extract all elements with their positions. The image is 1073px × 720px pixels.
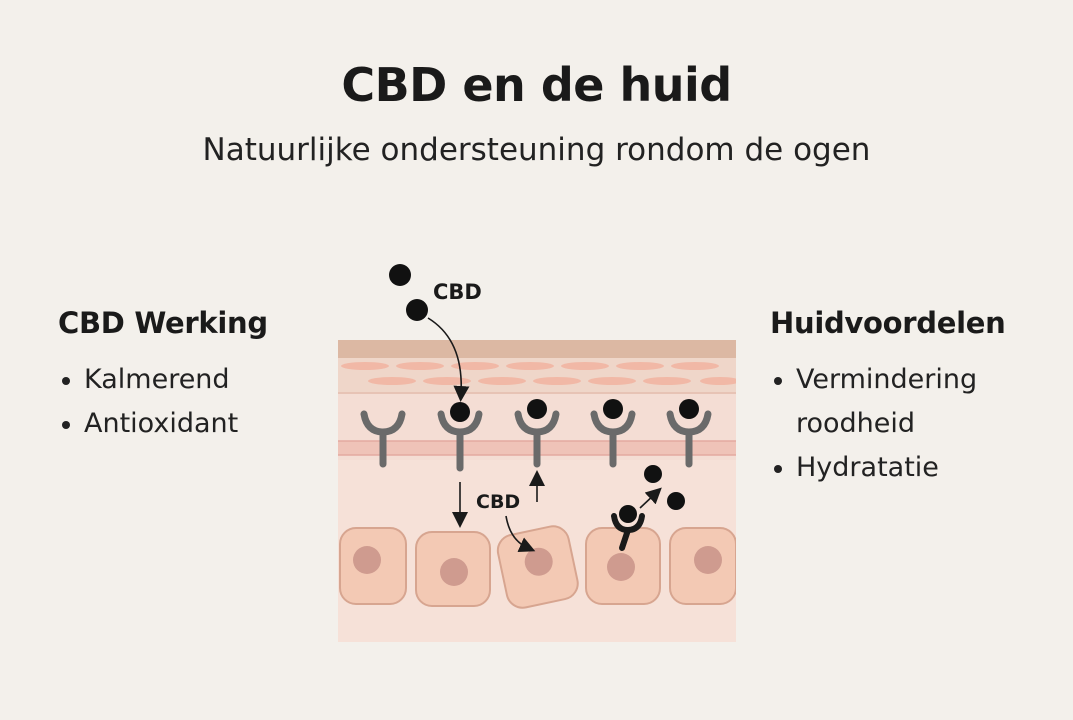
receptor bbox=[590, 410, 636, 468]
arrow-into-receptor bbox=[427, 317, 470, 402]
bound-cbd-molecules bbox=[450, 399, 699, 422]
page-title: CBD en de huid bbox=[341, 58, 732, 112]
list-item: Kalmerend bbox=[58, 358, 318, 402]
cbd-molecule bbox=[644, 465, 662, 483]
cbd-molecule bbox=[667, 492, 685, 510]
list-item: Hydratatie bbox=[770, 446, 1060, 490]
cbd-molecule bbox=[619, 505, 637, 523]
cbd-werking-list: Kalmerend Antioxidant bbox=[58, 358, 318, 446]
receptor bbox=[437, 410, 483, 472]
cbd-molecule bbox=[603, 399, 623, 419]
receptor bbox=[514, 410, 560, 468]
free-cbd-molecules bbox=[389, 264, 428, 321]
arrow-release bbox=[639, 487, 662, 509]
cbd-molecule bbox=[389, 264, 411, 286]
cell-receptor bbox=[611, 513, 645, 551]
cbd-werking-panel: CBD Werking Kalmerend Antioxidant bbox=[58, 306, 318, 446]
cbd-molecule bbox=[406, 299, 428, 321]
stratum-corneum bbox=[338, 340, 736, 358]
cbd-molecule bbox=[450, 402, 470, 422]
skin-cell bbox=[415, 531, 491, 607]
skin-cell bbox=[669, 527, 736, 605]
receptor bbox=[666, 410, 712, 468]
page-subtitle: Natuurlijke ondersteuning rondom de ogen bbox=[202, 132, 871, 168]
skin-cross-section bbox=[338, 340, 736, 642]
list-item: Vermindering roodheid bbox=[770, 358, 1060, 446]
cbd-top-label: CBD bbox=[433, 280, 482, 304]
cbd-werking-heading: CBD Werking bbox=[58, 306, 268, 340]
huidvoordelen-panel: Huidvoordelen Vermindering roodheid Hydr… bbox=[770, 306, 1060, 490]
huidvoordelen-heading: Huidvoordelen bbox=[770, 306, 1006, 340]
receptors bbox=[360, 410, 712, 472]
skin-cell bbox=[585, 527, 661, 605]
receptor bbox=[360, 410, 406, 468]
flat-cells-row bbox=[341, 362, 736, 385]
list-item: Antioxidant bbox=[58, 402, 318, 446]
skin-cells bbox=[339, 525, 736, 609]
cbd-molecule bbox=[679, 399, 699, 419]
huidvoordelen-list: Vermindering roodheid Hydratatie bbox=[770, 358, 1060, 490]
skin-cell bbox=[339, 527, 407, 605]
arrow-into-cell bbox=[505, 515, 536, 553]
cbd-middle-label: CBD bbox=[476, 491, 520, 513]
skin-cell bbox=[496, 525, 579, 609]
cbd-molecule bbox=[527, 399, 547, 419]
